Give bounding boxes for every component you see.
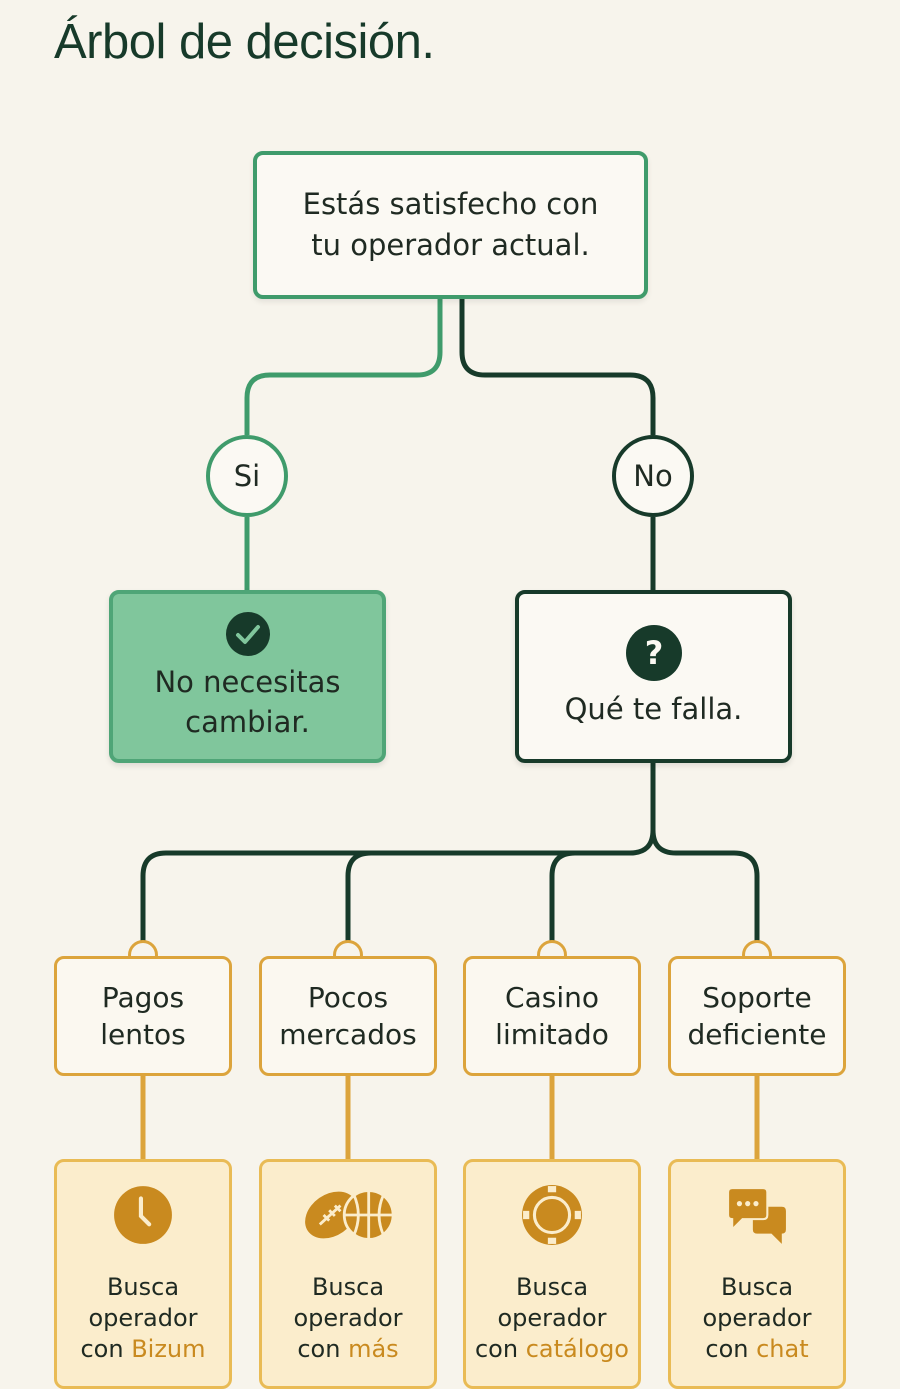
result-highlight: catálogo [525,1335,629,1363]
category-pagos-lentos: Pagos lentos [54,956,232,1076]
result-prefix: con [474,1335,526,1363]
category-line1: Pagos [101,981,185,1014]
category-line2: mercados [279,1018,417,1051]
casino-chip-icon [522,1185,582,1245]
check-circle-icon [225,611,270,656]
yes-result-line2: cambiar. [185,704,310,739]
connector-no [459,298,656,590]
result-highlight: más [348,1335,399,1363]
sports-balls-icon [305,1189,395,1241]
no-node: No [612,435,694,517]
result-line1: Busca [106,1273,180,1301]
category-line2: lentos [100,1018,186,1051]
root-question-node: Estás satisfecho con tu operador actual. [253,151,648,299]
result-line2: operador [293,1304,403,1332]
result-prefix: con [297,1335,349,1363]
result-bizum: Busca operador con Bizum [54,1159,232,1389]
result-line2: operador [88,1304,198,1332]
page-title: Árbol de decisión. [54,15,435,69]
category-line1: Pocos [307,981,389,1014]
category-soporte-deficiente: Soporte deficiente [668,956,846,1076]
result-line1: Busca [311,1273,385,1301]
category-line2: limitado [495,1018,609,1051]
root-question-line2: tu operador actual. [311,228,590,262]
clock-icon [114,1186,172,1244]
yes-result-line1: No necesitas [154,664,341,699]
result-chat: Busca operador con chat [668,1159,846,1389]
connector-lines [140,298,760,1160]
result-line1: Busca [720,1273,794,1301]
svg-text:?: ? [644,634,663,672]
category-line1: Casino [505,981,599,1014]
no-result-text: Qué te falla. [564,691,743,726]
result-highlight: chat [756,1335,809,1363]
result-line2: operador [497,1304,607,1332]
chat-bubbles-icon [727,1187,786,1244]
category-pocos-mercados: Pocos mercados [259,956,437,1076]
yes-node: Si [206,435,288,517]
result-highlight: Bizum [131,1335,206,1363]
result-prefix: con [80,1335,132,1363]
category-casino-limitado: Casino limitado [463,956,641,1076]
question-circle-icon: ? [625,624,682,681]
result-line2: operador [702,1304,812,1332]
result-catalogo: Busca operador con catálogo [463,1159,641,1389]
root-question-line1: Estás satisfecho con [302,187,599,221]
category-line1: Soporte [702,981,812,1014]
result-mas-mercados: Busca operador con más [259,1159,437,1389]
result-prefix: con [705,1335,757,1363]
category-line2: deficiente [687,1018,827,1051]
yes-result-node: No necesitas cambiar. [109,590,386,763]
connector-yes [244,298,443,590]
connector-categories [140,763,760,942]
no-result-node: ? Qué te falla. [515,590,792,763]
result-line1: Busca [515,1273,589,1301]
connector-results [140,1076,760,1160]
